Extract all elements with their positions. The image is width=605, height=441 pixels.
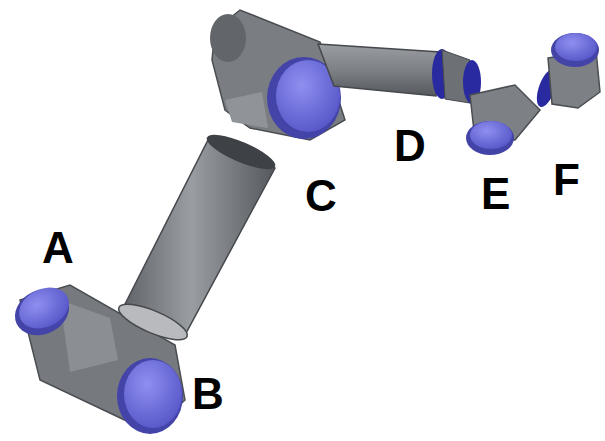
arm-tube bbox=[318, 44, 440, 96]
joint-cap-rim bbox=[551, 33, 599, 67]
elbow-joint bbox=[210, 10, 345, 140]
upper-arm bbox=[115, 128, 279, 346]
forearm bbox=[318, 44, 440, 96]
joint-cap bbox=[124, 360, 182, 428]
callout-letter: D bbox=[394, 124, 426, 168]
joint-housing bbox=[210, 14, 246, 62]
callout-letter: E bbox=[481, 172, 510, 216]
joint-cap-rim bbox=[7, 280, 76, 344]
callout-letter: B bbox=[192, 372, 224, 416]
arm-tube bbox=[122, 140, 275, 335]
wrist-joint bbox=[466, 85, 540, 155]
joint-cap-rim bbox=[117, 358, 183, 434]
joint-housing bbox=[225, 92, 268, 128]
joint-cap-rim bbox=[466, 121, 514, 155]
callout-letter: F bbox=[553, 158, 580, 202]
tube-flange bbox=[115, 297, 192, 346]
joint-cap bbox=[12, 280, 75, 336]
joint-cap bbox=[470, 121, 512, 149]
callout-letter: C bbox=[305, 174, 337, 218]
tube-flange bbox=[203, 128, 279, 175]
joint-cap bbox=[555, 33, 597, 61]
callout-letter: A bbox=[42, 226, 74, 270]
wrist-joint bbox=[533, 33, 600, 110]
